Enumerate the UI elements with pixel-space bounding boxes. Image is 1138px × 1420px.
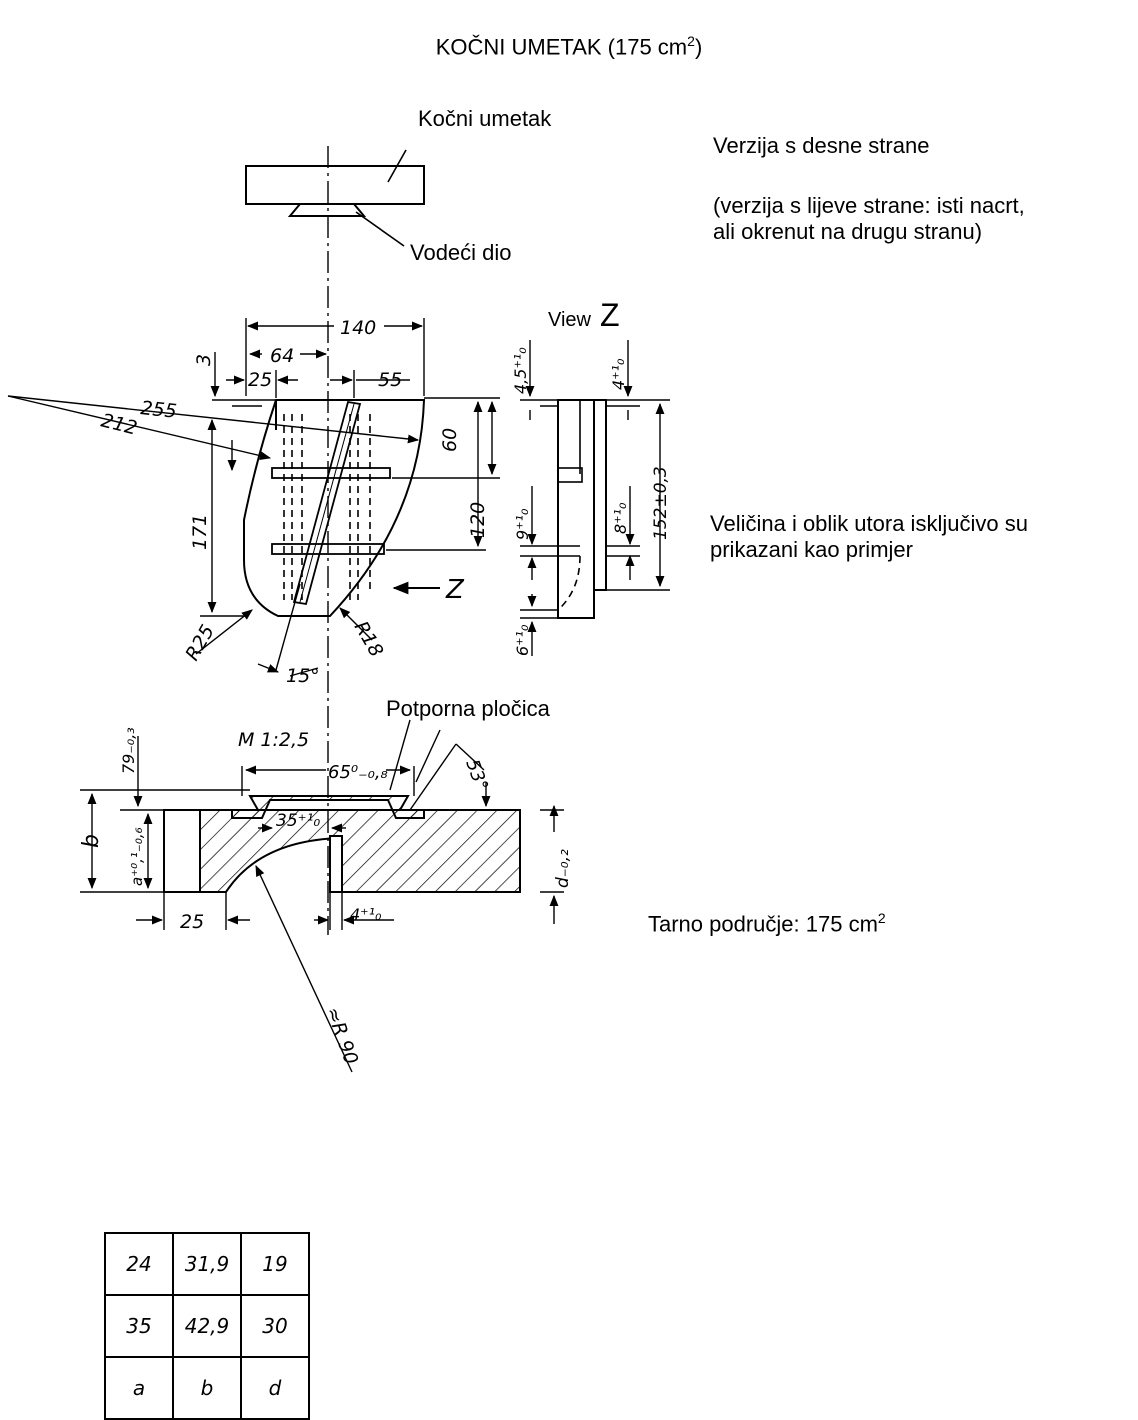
radius-r25: R25 — [181, 621, 219, 664]
dim-25-section: 25 — [180, 911, 204, 933]
dim-d: d₋₀,₂ — [553, 849, 573, 888]
radius-r90: ≈R 90 — [321, 1004, 362, 1067]
dim-79: 79₋₀,₃ — [119, 727, 138, 774]
guide-part-shape — [287, 203, 367, 217]
insert-front-outline — [243, 399, 426, 617]
table-cell: 24 — [104, 1232, 174, 1296]
version-left-note-2: ali okrenut na drugu stranu) — [713, 219, 983, 244]
support-plate-shape — [231, 795, 425, 819]
dim-4-section: 4⁺¹₀ — [350, 905, 382, 924]
dim-25: 25 — [248, 369, 272, 391]
angle-53: 53° — [461, 757, 492, 794]
dim-6: 6⁺¹₀ — [513, 624, 532, 656]
version-right-note: Verzija s desne strane — [713, 133, 930, 158]
table-cell: d — [240, 1356, 310, 1420]
brake-insert-shape — [245, 165, 425, 205]
view-z-body — [557, 399, 595, 619]
table-row: a b d — [104, 1356, 310, 1420]
dim-35: 35⁺¹₀ — [276, 811, 320, 831]
table-cell: 19 — [240, 1232, 310, 1296]
table-row: 35 42,9 30 — [104, 1294, 310, 1358]
dim-9: 9⁺¹₀ — [513, 508, 532, 540]
dim-b: b — [79, 834, 104, 848]
table-cell: a — [104, 1356, 174, 1420]
dimension-table: 24 31,9 19 35 42,9 30 a b d — [104, 1232, 310, 1420]
brake-insert-label: Kočni umetak — [418, 106, 552, 131]
table-row: 24 31,9 19 — [104, 1232, 310, 1296]
slot-note-2: prikazani kao primjer — [710, 537, 913, 562]
view-label: View — [548, 309, 592, 331]
dim-140: 140 — [340, 317, 376, 339]
table-cell: 42,9 — [172, 1294, 242, 1358]
dim-171: 171 — [189, 514, 211, 550]
version-left-note-1: (verzija s lijeve strane: isti nacrt, — [713, 193, 1025, 218]
dim-8: 8⁺¹₀ — [611, 502, 630, 534]
dim-3: 3 — [193, 354, 215, 366]
table-cell: b — [172, 1356, 242, 1420]
dim-212: 212 — [99, 410, 140, 440]
friction-area-note: Tarno područje: 175 cm2 — [648, 910, 886, 937]
section-hatched — [199, 809, 521, 893]
dim-255: 255 — [139, 397, 177, 423]
support-plate-label: Potporna pločica — [386, 696, 551, 721]
page-title: KOČNI UMETAK (175 cm2) — [435, 33, 703, 60]
angle-15: 15° — [286, 665, 320, 687]
table-cell: 31,9 — [172, 1232, 242, 1296]
view-z-arrow-label: Z — [445, 575, 465, 605]
table-cell: 30 — [240, 1294, 310, 1358]
scale-label: M 1:2,5 — [238, 729, 309, 751]
table-cell: 35 — [104, 1294, 174, 1358]
view-letter: Z — [600, 297, 620, 333]
dim-60: 60 — [439, 428, 461, 452]
guide-part-label: Vodeći dio — [410, 240, 512, 265]
dim-4: 4⁺¹₀ — [609, 358, 628, 390]
dim-152: 152±0,3 — [651, 466, 671, 540]
dim-4-5: 4,5⁺¹₀ — [511, 347, 530, 394]
dim-a: a⁺⁰,¹₋₀,₆ — [128, 827, 146, 886]
slot-note-1: Veličina i oblik utora isključivo su — [710, 511, 1028, 536]
dim-120: 120 — [467, 502, 489, 538]
dim-64: 64 — [270, 345, 294, 367]
dim-55: 55 — [378, 369, 402, 391]
dim-65: 65⁰₋₀,₈ — [328, 762, 388, 783]
